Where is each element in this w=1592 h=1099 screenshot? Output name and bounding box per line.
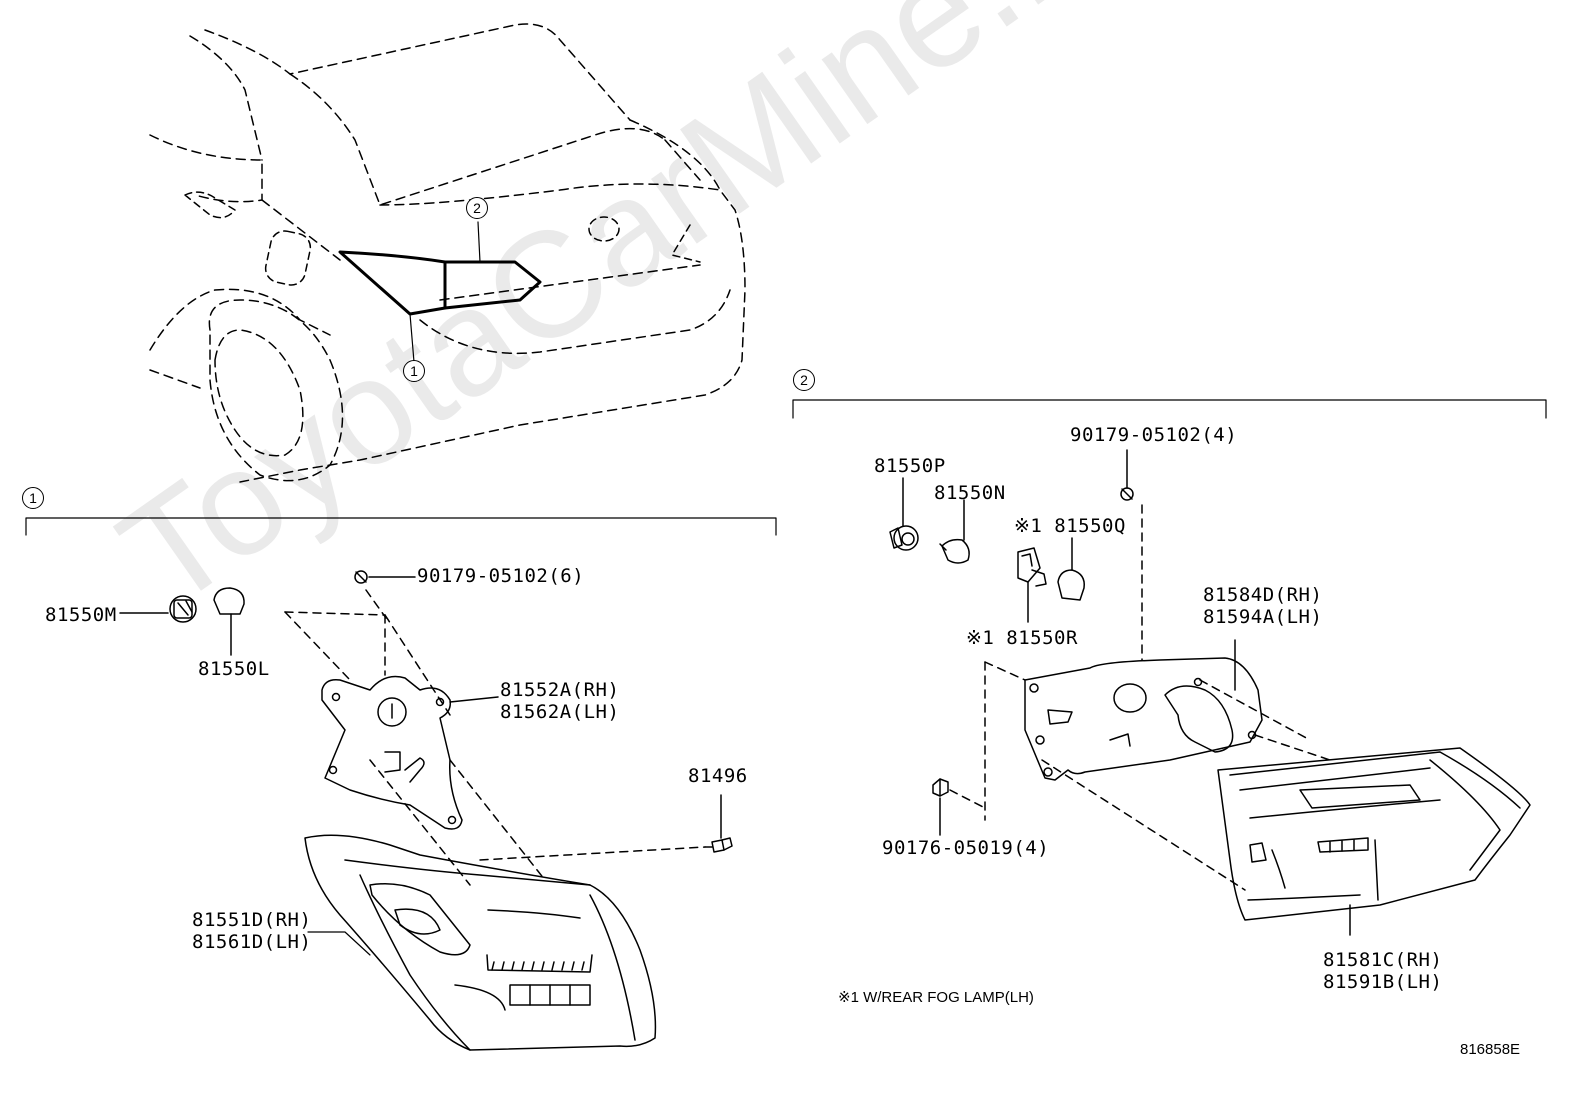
bulb-81550n: [939, 499, 970, 564]
part-label-81550m: 81550M: [45, 604, 117, 626]
screw-90179-4: [1120, 449, 1143, 661]
socket-81550p: [889, 477, 919, 551]
footnote-rear-fog-lamp: ※1 W/REAR FOG LAMP(LH): [838, 989, 1034, 1006]
part-label-81496: 81496: [688, 765, 748, 787]
part-label-81551d-rh: 81551D(RH): [192, 909, 312, 931]
lamp-socket-plate-81552a: [284, 611, 546, 886]
tail-lamp-81551d: [304, 834, 657, 1051]
socket-81550m: [119, 595, 197, 623]
part-label-81594a-lh: 81594A(LH): [1203, 606, 1323, 628]
part-label-81562a-lh: 81562A(LH): [500, 701, 620, 723]
part-label-81584d-rh: 81584D(RH): [1203, 584, 1323, 606]
part-label-90179-05102-4: 90179-05102(4): [1070, 424, 1238, 446]
part-label-81561d-lh: 81561D(LH): [192, 931, 312, 953]
part-label-81550n: 81550N: [934, 482, 1006, 504]
part-label-81591b-lh: 81591B(LH): [1323, 971, 1443, 993]
clip-90176-4: [932, 778, 986, 836]
diagram-id: 816858E: [1460, 1041, 1521, 1058]
lamp-socket-plate-81584d: [984, 639, 1331, 891]
part-label-81550r: ※1 81550R: [966, 627, 1078, 649]
part-label-81550q: ※1 81550Q: [1014, 515, 1126, 537]
callout-2-section: 2: [793, 369, 815, 391]
screw-90179-6: [354, 570, 416, 619]
section-bracket-1: [25, 517, 777, 536]
callout-2-car: 2: [466, 197, 488, 219]
part-label-90176-05019-4: 90176-05019(4): [882, 837, 1050, 859]
part-label-90179-05102-6: 90179-05102(6): [417, 565, 585, 587]
clip-81496: [479, 794, 733, 861]
bulb-81550q: [1057, 537, 1085, 601]
section-bracket-2: [792, 399, 1547, 419]
socket-81550r: [1017, 547, 1047, 623]
car-rear-illustration: [149, 23, 746, 483]
part-label-81581c-rh: 81581C(RH): [1323, 949, 1443, 971]
part-label-81552a-rh: 81552A(RH): [500, 679, 620, 701]
inner-lamp-81581c: [1217, 747, 1531, 936]
callout-1-section: 1: [22, 487, 44, 509]
part-label-81550p: 81550P: [874, 455, 946, 477]
part-label-81550l: 81550L: [198, 658, 270, 680]
callout-1-car: 1: [403, 360, 425, 382]
bulb-81550l: [213, 587, 245, 656]
